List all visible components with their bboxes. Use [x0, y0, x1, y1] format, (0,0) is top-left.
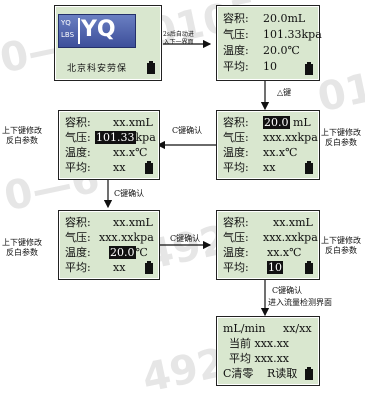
average-label: 平均: [223, 161, 249, 174]
pressure-unit: kpa [135, 131, 156, 144]
triangle-key-note: △键 [277, 88, 292, 97]
screen-logo: YQ LBS YQ 北京科安劳保 [54, 5, 162, 81]
volume-value: xx.xmL [273, 216, 313, 229]
auto-advance-note: 2s后自动进 入下一界面 [163, 31, 194, 47]
updown-hint-text-2: 反白参数 [325, 246, 357, 255]
volume-value: xx.xmL [113, 116, 153, 129]
average-label: 平均: [65, 161, 91, 174]
battery-icon [305, 367, 313, 380]
battery-icon [305, 62, 313, 75]
average-value: 10 [263, 60, 277, 73]
screen-top-right: 容积: 20.0mL 气压: 101.33kpa 温度: 20.0℃ 平均: 10 [216, 5, 322, 81]
screen-mid-left: 容积: xx.xmL 气压: 101.33kpa 温度: xx.x℃ 平均: xx [58, 110, 160, 180]
pressure-label: 气压: [65, 131, 91, 144]
updown-hint-text-1: 上下键修改 [321, 128, 361, 137]
average-value-highlighted: 10 [267, 261, 283, 274]
auto-advance-text-2: 入下一界面 [163, 39, 194, 46]
logo-sub-text: YQ [61, 19, 71, 27]
battery-icon [145, 161, 153, 174]
updown-hint-note: 上下键修改 反白参数 [321, 128, 361, 148]
temperature-value: 20.0℃ [263, 44, 300, 57]
battery-icon [145, 261, 153, 274]
read-key-hint: R读取 [267, 367, 298, 380]
average-flow-value: 平均 xxx.xx [229, 352, 290, 365]
c-confirm-note: C键确认 [172, 126, 203, 135]
updown-hint-text-2: 反白参数 [6, 136, 38, 145]
battery-icon [147, 61, 155, 74]
logo-sub-text: LBS [61, 31, 75, 39]
battery-icon [305, 161, 313, 174]
average-label: 平均: [223, 261, 249, 274]
flow-arrows [103, 39, 270, 317]
pressure-value: xxx.xxkpa [99, 231, 154, 244]
pressure-label: 气压: [65, 231, 91, 244]
average-label: 平均: [223, 60, 249, 73]
company-name: 北京科安劳保 [67, 64, 128, 74]
screen-flow-detection: mL/min xx/xx 当前 xxx.xx 平均 xxx.xx C清零 R读取 [216, 316, 320, 386]
temperature-value: xx.x℃ [113, 146, 148, 159]
volume-label: 容积: [223, 12, 249, 25]
pressure-value: xxx.xxkpa [263, 231, 318, 244]
volume-value: 20.0mL [263, 12, 306, 25]
screen-low-left: 容积: xx.xmL 气压: xxx.xxkpa 温度: 20.0℃ 平均: xx [58, 210, 160, 280]
temperature-label: 温度: [65, 246, 91, 259]
auto-advance-text-1: 2s后自动进 [163, 31, 194, 38]
average-value: xx [113, 161, 126, 174]
enter-flow-note: 进入流量检测界面 [268, 298, 332, 307]
volume-value-highlighted: 20.0 [263, 116, 290, 129]
volume-label: 容积: [65, 116, 91, 129]
updown-hint-text-2: 反白参数 [325, 138, 357, 147]
logo-text: YQ [81, 17, 116, 42]
pressure-value: 101.33kpa [263, 28, 322, 41]
temperature-label: 温度: [223, 146, 249, 159]
c-confirm-note: C键确认 [272, 286, 303, 295]
screen-low-right: 容积: xx.xmL 气压: xxx.xxkpa 温度: xx.x℃ 平均: 10 [216, 210, 320, 280]
average-value: xx [263, 161, 276, 174]
volume-unit: mL [293, 116, 311, 129]
updown-hint-note: 上下键修改 反白参数 [2, 126, 42, 146]
c-confirm-note: C键确认 [170, 234, 201, 243]
pressure-value: xxx.xxkpa [263, 131, 318, 144]
current-flow-value: 当前 xxx.xx [229, 337, 290, 350]
screen-mid-right: 容积: 20.0 mL 气压: xxx.xxkpa 温度: xx.x℃ 平均: xx [216, 110, 320, 180]
flow-count-value: xx/xx [283, 322, 312, 335]
volume-value: xx.xmL [113, 216, 153, 229]
volume-label: 容积: [223, 216, 249, 229]
updown-hint-note: 上下键修改 反白参数 [321, 236, 361, 256]
temperature-label: 温度: [223, 44, 249, 57]
updown-hint-text-1: 上下键修改 [2, 238, 42, 247]
temperature-value: xx.x℃ [267, 246, 302, 259]
yq-logo: YQ LBS YQ [58, 14, 136, 48]
updown-hint-text-1: 上下键修改 [2, 126, 42, 135]
volume-label: 容积: [223, 116, 249, 129]
c-confirm-note: C键确认 [114, 189, 145, 198]
logo-divider [78, 18, 80, 44]
updown-hint-note: 上下键修改 反白参数 [2, 238, 42, 258]
updown-hint-text-2: 反白参数 [6, 248, 38, 257]
pressure-label: 气压: [223, 231, 249, 244]
volume-label: 容积: [65, 216, 91, 229]
clear-key-hint: C清零 [223, 367, 254, 380]
pressure-value-highlighted: 101.33 [95, 131, 136, 144]
temperature-value: xx.x℃ [263, 146, 298, 159]
pressure-label: 气压: [223, 28, 249, 41]
average-label: 平均: [65, 261, 91, 274]
updown-hint-text-1: 上下键修改 [321, 236, 361, 245]
temperature-label: 温度: [65, 146, 91, 159]
battery-icon [305, 261, 313, 274]
pressure-label: 气压: [223, 131, 249, 144]
average-value: xx [113, 261, 126, 274]
temperature-value-highlighted: 20.0 [109, 246, 136, 259]
temperature-label: 温度: [223, 246, 249, 259]
temperature-unit: ℃ [135, 246, 148, 259]
flow-unit-label: mL/min [223, 322, 266, 335]
